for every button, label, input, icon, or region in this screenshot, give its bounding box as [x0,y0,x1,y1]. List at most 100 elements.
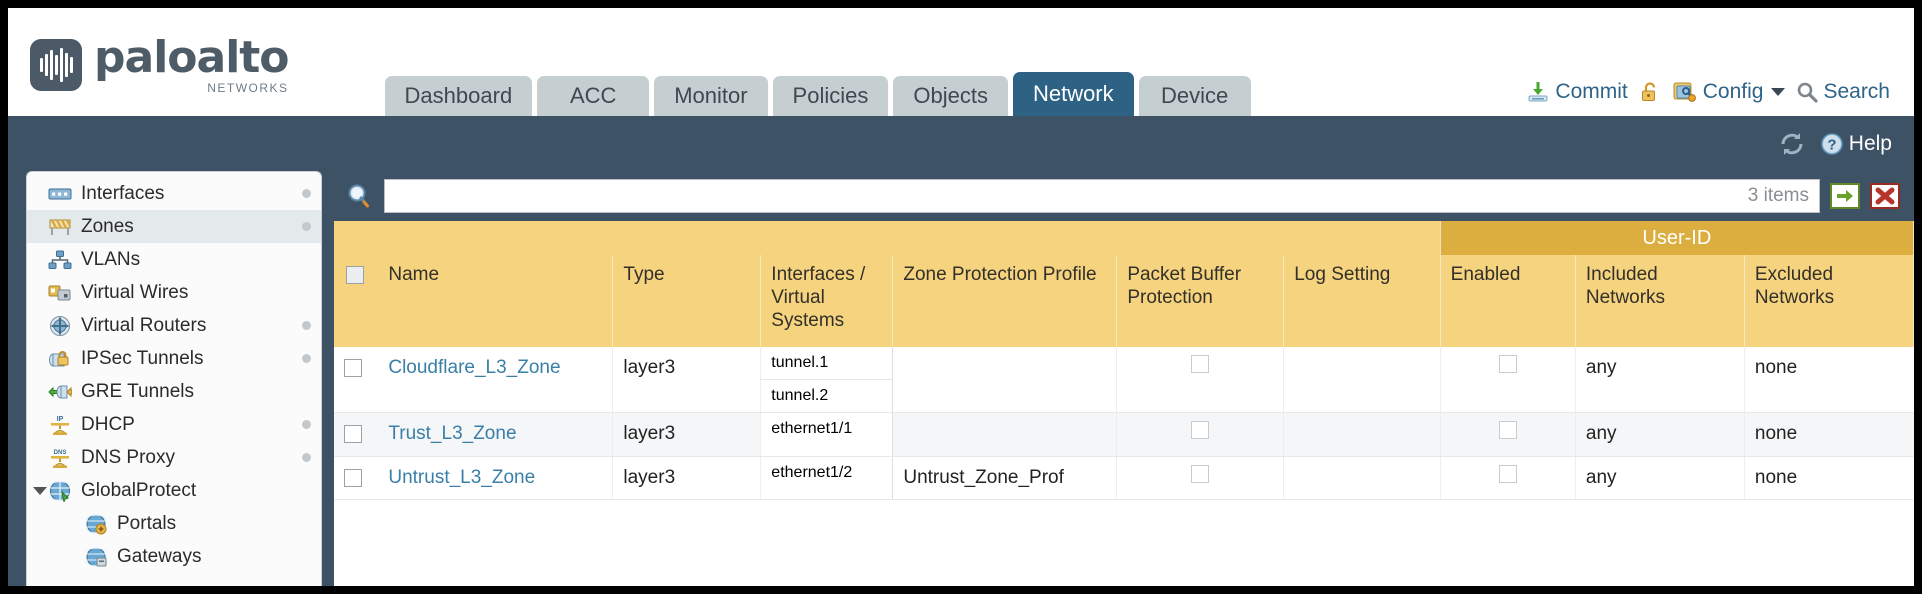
zone-interfaces-cell: ethernet1/1 [760,412,894,457]
globalprotect-icon [47,480,73,502]
sidebar-item-label: GRE Tunnels [81,380,194,402]
log-setting-cell [1283,347,1441,413]
sidebar-item-label: DHCP [81,413,135,435]
help-label: Help [1848,131,1892,155]
clear-filter-button[interactable] [1870,181,1900,211]
excluded-networks-cell: none [1744,412,1914,457]
sidebar-item-virtual-wires[interactable]: Virtual Wires [27,276,321,309]
user-id-enabled-checkbox[interactable] [1498,355,1517,373]
search-icon [1796,81,1819,103]
nav-tab-policies[interactable]: Policies [772,76,889,116]
sidebar-item-status-dot [302,189,311,198]
user-id-enabled-checkbox[interactable] [1498,464,1517,483]
filter-search-icon[interactable] [344,181,374,211]
zone-name-link[interactable]: Cloudflare_L3_Zone [388,357,561,378]
config-icon [1672,80,1698,104]
chevron-down-icon [1771,88,1786,96]
nav-tab-dashboard[interactable]: Dashboard [384,76,533,116]
zone-protection-profile-cell: Untrust_Zone_Prof [892,456,1118,501]
nav-tab-device[interactable]: Device [1138,76,1251,116]
brand-tagline: NETWORKS [207,81,289,95]
brand-name: paloalto [94,32,290,83]
search-button[interactable]: Search [1796,80,1890,104]
svg-text:DNS: DNS [54,450,67,456]
column-header-zone-protection-profile[interactable]: Zone Protection Profile [892,255,1118,347]
search-label: Search [1823,80,1890,103]
virtual-routers-icon [47,315,73,336]
nav-tab-objects[interactable]: Objects [893,76,1008,116]
paloalto-logo[interactable]: paloalto NETWORKS [30,32,290,95]
sidebar-item-label: Zones [81,215,134,237]
items-count-label: 3 items [1747,185,1809,206]
table-column-header-row: Name Type Interfaces / Virtual Systems Z… [334,255,1914,347]
help-button[interactable]: ? Help [1820,132,1892,156]
refresh-icon[interactable] [1778,131,1806,157]
zone-name-cell: Cloudflare_L3_Zone [378,347,614,413]
config-menu-button[interactable]: Config [1672,80,1786,104]
select-all-checkbox[interactable] [346,265,364,284]
commit-icon [1526,80,1550,104]
vlans-icon [47,250,73,270]
packet-buffer-protection-checkbox[interactable] [1191,421,1210,439]
user-id-enabled-checkbox[interactable] [1498,421,1517,439]
sidebar-item-label: IPSec Tunnels [81,347,204,369]
sidebar-item-portals[interactable]: Portals [27,507,321,540]
sidebar-item-virtual-routers[interactable]: Virtual Routers [27,309,321,342]
expand-caret-icon[interactable] [33,486,47,495]
user-id-enabled-cell [1440,347,1576,413]
sidebar-item-interfaces[interactable]: Interfaces [27,177,321,210]
sidebar-item-vlans[interactable]: VLANs [27,243,321,276]
sidebar-item-label: Virtual Wires [81,281,189,303]
packet-buffer-protection-cell [1116,347,1285,413]
row-select-checkbox[interactable] [344,424,362,443]
column-header-interfaces[interactable]: Interfaces / Virtual Systems [760,255,894,347]
commit-button[interactable]: Commit [1526,80,1628,104]
packet-buffer-protection-checkbox[interactable] [1191,464,1210,483]
column-header-enabled[interactable]: Enabled [1440,255,1576,347]
nav-tab-monitor[interactable]: Monitor [654,76,768,116]
nav-tab-network[interactable]: Network [1012,72,1134,116]
nav-tab-acc[interactable]: ACC [537,76,650,116]
zone-name-link[interactable]: Untrust_L3_Zone [388,466,536,488]
zone-type-cell: layer3 [612,412,762,457]
log-setting-cell [1283,412,1441,457]
row-select-checkbox[interactable] [344,468,362,487]
packet-buffer-protection-checkbox[interactable] [1191,355,1210,373]
column-header-log-setting[interactable]: Log Setting [1283,255,1441,347]
column-header-name[interactable]: Name [378,255,614,347]
config-label: Config [1702,80,1764,103]
log-setting-cell [1283,456,1441,501]
column-header-excluded-networks[interactable]: Excluded Networks [1744,255,1914,347]
sidebar-item-label: Gateways [117,545,202,567]
included-networks-cell: any [1575,347,1745,413]
svg-text:IP: IP [57,416,64,423]
sidebar-item-dhcp[interactable]: IP DHCP [27,408,321,441]
packet-buffer-protection-cell [1116,412,1285,457]
svg-text:?: ? [1827,136,1836,153]
row-select-checkbox[interactable] [344,358,362,377]
column-header-included-networks[interactable]: Included Networks [1575,255,1745,347]
search-input[interactable]: 3 items [384,179,1820,213]
sidebar-item-zones[interactable]: Zones [27,210,321,243]
zone-name-link[interactable]: Trust_L3_Zone [388,423,517,444]
gre-tunnels-icon [47,382,73,402]
column-header-type[interactable]: Type [612,255,762,347]
sidebar-item-globalprotect[interactable]: GlobalProtect [27,474,321,507]
column-header-packet-buffer-protection[interactable]: Packet Buffer Protection [1116,255,1285,347]
main-panel: 3 items [334,171,1914,586]
sidebar-item-ipsec-tunnels[interactable]: IPSec Tunnels [27,342,321,375]
unlocked-padlock-icon [1639,80,1661,104]
included-networks-cell: any [1575,456,1745,501]
lock-button[interactable] [1639,80,1661,104]
apply-filter-button[interactable] [1830,181,1860,211]
sidebar-item-gateways[interactable]: Gateways [27,540,321,573]
zone-protection-profile-cell [892,347,1118,413]
sidebar-item-gre-tunnels[interactable]: GRE Tunnels [27,375,321,408]
